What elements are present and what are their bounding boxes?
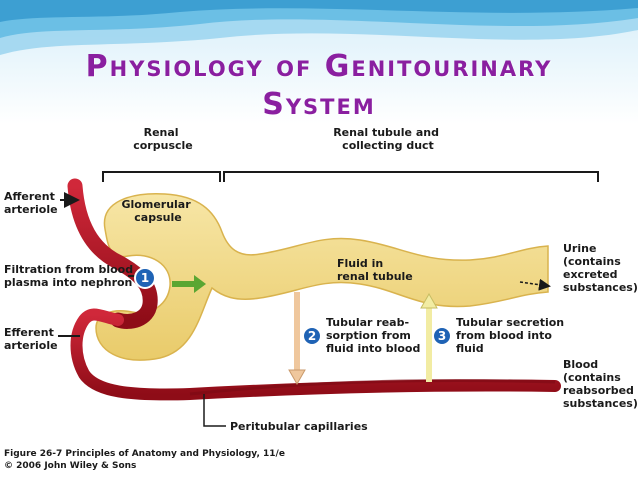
step-2-number: 2 [308,329,316,343]
step-3-badge: 3 [432,326,452,346]
blood-label: Blood (contains reabsorbed substances) [563,358,638,410]
fluid-in-tubule-label: Fluid in renal tubule [337,257,413,283]
filtration-label: Filtration from blood plasma into nephro… [4,263,137,289]
tubular-secretion-label: Tubular secretion from blood into fluid [456,316,568,355]
step-1-number: 1 [141,271,149,285]
step-2-badge: 2 [302,326,322,346]
peritubular-capillary-vessel [189,379,556,396]
secretion-arrowhead [420,292,438,309]
renal-corpuscle-bracket [102,171,221,182]
urine-label: Urine (contains excreted substances) [563,242,638,294]
renal-tubule-bracket [223,171,599,182]
tubular-reabsorption-label: Tubular reab- sorption from fluid into b… [326,316,420,355]
figure-caption: Figure 26-7 Principles of Anatomy and Ph… [4,449,288,471]
renal-tubule-shape [95,193,549,361]
renal-corpuscle-label: Renal corpuscle [133,126,193,152]
nephron-diagram: 1 2 3 Renal corpuscle Renal tubule and c… [4,126,638,471]
step-1-badge: 1 [134,267,156,289]
header-background [0,0,638,124]
peritubular-pointer [203,394,226,427]
efferent-arteriole-vessel [70,308,561,401]
renal-tubule-label: Renal tubule and collecting duct [333,126,443,152]
reabsorption-arrowhead [288,369,306,386]
peritubular-capillaries-label: Peritubular capillaries [230,420,368,433]
efferent-arteriole-label: Efferent arteriole [4,326,58,352]
filtration-arrowhead [194,275,206,293]
title-line-1: Physiology of Genitourinary [85,49,553,84]
afferent-arteriole-label: Afferent arteriole [4,190,59,216]
step-3-number: 3 [438,329,446,343]
glomerular-capsule-label: Glomerular capsule [122,198,195,224]
title-line-2: System [262,87,376,122]
